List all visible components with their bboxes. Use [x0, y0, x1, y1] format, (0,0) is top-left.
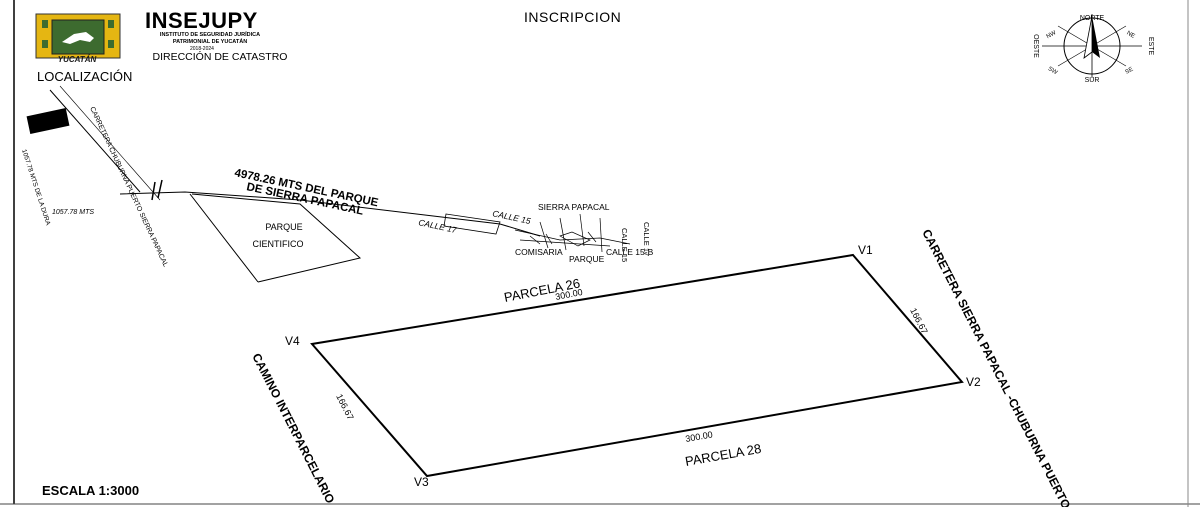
- street-vertical-2: CALLE 17: [642, 222, 651, 256]
- street-calle17: CALLE 17: [418, 217, 458, 235]
- west-road-label: CAMINO INTERPARCELARIO: [249, 351, 337, 506]
- street-vertical-1: CALLE 15: [620, 228, 629, 262]
- compass-ne: NE: [1125, 30, 1135, 39]
- science-park-outline: [191, 193, 362, 283]
- compass-south: SUR: [1085, 77, 1100, 84]
- side-east-length: 166.67: [908, 306, 929, 335]
- parque-label: PARQUE: [569, 254, 605, 264]
- highway-label: CARRETERA CHUBURNA PUERTO SIERRA PAPACAL: [88, 106, 169, 268]
- org-name: INSEJUPY: [145, 8, 258, 33]
- side-west-length: 166.67: [334, 392, 355, 421]
- page-title: INSCRIPCION: [524, 9, 622, 25]
- compass-north: NORTE: [1080, 15, 1105, 22]
- street-calle15b: CALLE 15-B: [606, 247, 654, 257]
- vertex-v2: V2: [966, 375, 981, 389]
- institute-name: INSTITUTO DE SEGURIDAD JURÍDICA PATRIMON…: [159, 32, 261, 45]
- science-park-label-2: CIENTIFICO: [253, 239, 304, 249]
- parcel-plan: V1 V2 V3 V4 PARCELA 26 300.00 300.00 PAR…: [249, 227, 1073, 507]
- distance-1057-label: 1057.78 MTS: [52, 209, 94, 216]
- yucatan-shield-logo: [35, 13, 121, 59]
- comisaria-label: COMISARIA: [515, 247, 563, 257]
- scale-label: ESCALA 1:3000: [42, 483, 140, 498]
- compass-east: ESTE: [1147, 37, 1154, 56]
- compass-rose: NORTE SUR ESTE OESTE NE NW SE SW: [1032, 14, 1154, 84]
- compass-se: SE: [1125, 67, 1135, 76]
- compass-west: OESTE: [1032, 34, 1039, 58]
- sierra-papacal-label: SIERRA PAPACAL: [538, 202, 610, 212]
- section-title: LOCALIZACIÓN: [37, 69, 133, 84]
- north-arrow-icon: [1092, 16, 1100, 58]
- east-road-label: CARRETERA SIERRA PAPACAL -CHUBURNA PUERT…: [919, 227, 1073, 507]
- vertex-v4: V4: [285, 334, 300, 348]
- vertex-v3: V3: [414, 475, 429, 489]
- village-streets: [514, 213, 631, 253]
- logo-ribbon-text: YUCATÁN: [57, 55, 97, 64]
- period-label: 2018-2024: [190, 46, 214, 52]
- reference-block: [26, 108, 70, 134]
- vertex-v1: V1: [858, 243, 873, 257]
- highway-line: [49, 89, 141, 193]
- access-road-line: [119, 191, 541, 237]
- department-label: DIRECCIÓN DE CATASTRO: [152, 51, 288, 63]
- parcel-boundary: [310, 253, 964, 478]
- side-south-length: 300.00: [685, 429, 714, 444]
- science-park-label-1: PARQUE: [265, 222, 302, 232]
- location-sketch: CARRETERA CHUBURNA PUERTO SIERRA PAPACAL…: [20, 85, 654, 283]
- distance-side-label: 1057.78 MTS DE LA DURA: [20, 148, 51, 226]
- compass-sw: SW: [1047, 66, 1059, 76]
- neighbor-south: PARCELA 28: [684, 441, 763, 469]
- compass-nw: NW: [1046, 30, 1058, 40]
